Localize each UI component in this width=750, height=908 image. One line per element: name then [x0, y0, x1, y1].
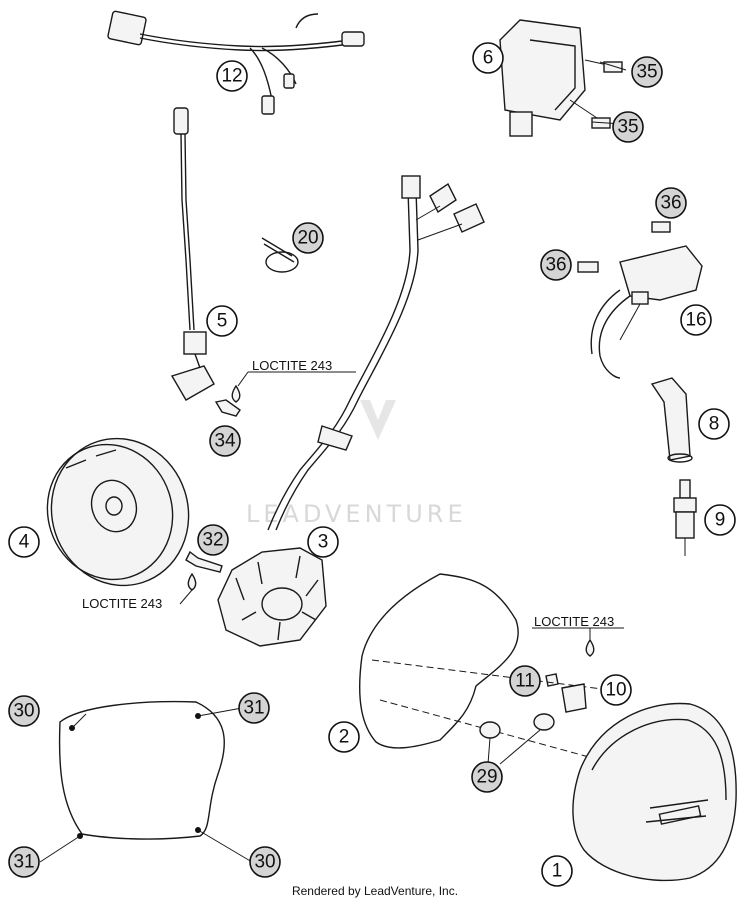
callout-16: 16 [680, 304, 712, 336]
cdi-unit [499, 19, 623, 137]
svg-text:5: 5 [217, 311, 228, 332]
svg-text:3: 3 [318, 532, 329, 553]
svg-text:1: 1 [552, 861, 563, 882]
screws [185, 384, 595, 687]
svg-text:4: 4 [19, 532, 30, 553]
ignition-coil [577, 221, 703, 379]
callout-8: 8 [698, 408, 730, 440]
callout-35-bottom: 35 [612, 111, 644, 143]
svg-text:20: 20 [297, 228, 318, 249]
svg-text:2: 2 [339, 727, 350, 748]
svg-text:31: 31 [243, 698, 264, 719]
svg-text:36: 36 [545, 255, 566, 276]
svg-text:10: 10 [605, 680, 626, 701]
svg-text:36: 36 [660, 193, 681, 214]
callout-36-left: 36 [540, 249, 572, 281]
watermark: LEADVENTURE [246, 400, 467, 528]
callout-30-top: 30 [8, 695, 40, 727]
spark-plug [673, 479, 697, 556]
callout-32: 32 [197, 524, 229, 556]
callout-5: 5 [206, 305, 238, 337]
callout-31-top: 31 [238, 692, 270, 724]
flywheel [46, 437, 190, 587]
callout-1: 1 [541, 855, 573, 887]
callout-20: 20 [292, 222, 324, 254]
sensor-cable [170, 107, 215, 401]
ignition-cover [572, 702, 737, 882]
inner-gasket [58, 700, 225, 840]
svg-text:35: 35 [617, 117, 638, 138]
callout-4: 4 [8, 526, 40, 558]
svg-text:35: 35 [636, 62, 657, 83]
svg-text:9: 9 [715, 510, 726, 531]
svg-text:31: 31 [13, 852, 34, 873]
callout-11: 11 [509, 665, 541, 697]
callout-29: 29 [471, 761, 503, 793]
svg-text:32: 32 [202, 530, 223, 551]
loctite-note-left: LOCTITE 243 [82, 596, 162, 611]
callout-3: 3 [307, 526, 339, 558]
cable-tie [261, 237, 299, 273]
callout-34: 34 [209, 425, 241, 457]
callout-36-top: 36 [655, 187, 687, 219]
svg-text:30: 30 [13, 701, 34, 722]
callout-35-top: 35 [631, 56, 663, 88]
callout-31-bottom: 31 [8, 846, 40, 878]
watermark-text: LEADVENTURE [246, 500, 467, 528]
spark-plug-connector [650, 377, 693, 463]
svg-text:8: 8 [709, 414, 720, 435]
callout-10: 10 [600, 674, 632, 706]
svg-text:12: 12 [221, 66, 242, 87]
leader-lines [39, 61, 627, 863]
small-parts [479, 683, 587, 739]
callout-6: 6 [472, 42, 504, 74]
callout-9: 9 [704, 504, 736, 536]
callout-12: 12 [216, 60, 248, 92]
footer-credit: Rendered by LeadVenture, Inc. [291, 884, 459, 898]
svg-text:29: 29 [476, 767, 497, 788]
callout-2: 2 [328, 721, 360, 753]
loctite-note-top: LOCTITE 243 [252, 358, 332, 373]
wiring-harness [107, 10, 365, 115]
svg-text:30: 30 [254, 852, 275, 873]
svg-text:16: 16 [685, 310, 706, 331]
svg-text:34: 34 [214, 431, 236, 452]
svg-text:6: 6 [483, 48, 494, 69]
stator [217, 175, 485, 647]
callout-30-bottom: 30 [249, 846, 281, 878]
svg-text:11: 11 [515, 671, 535, 692]
loctite-note-right: LOCTITE 243 [534, 614, 614, 629]
